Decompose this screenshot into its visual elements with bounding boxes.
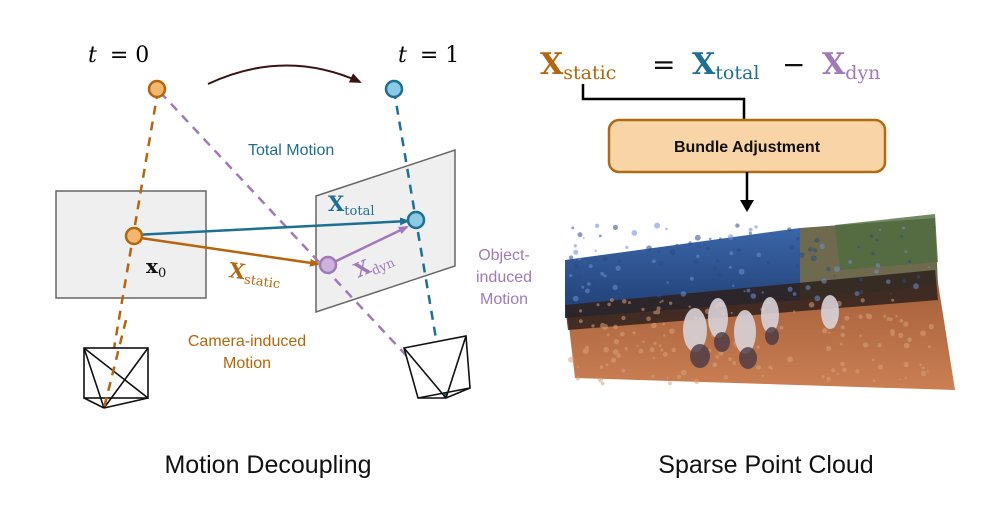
x-total-vector <box>133 217 410 237</box>
object-motion-label-2: induced <box>476 269 532 286</box>
t1-label: t = 1 <box>398 43 459 68</box>
left-panel: t = 0 t = 1 <box>55 43 532 479</box>
camera-t1 <box>402 335 471 399</box>
eq-minus: − <box>782 48 805 81</box>
eq-dyn: Xdyn <box>822 47 880 84</box>
time-arrow <box>207 64 362 85</box>
bundle-adjustment-label: Bundle Adjustment <box>674 139 821 156</box>
x-total-label: Xtotal <box>328 191 374 219</box>
eq-total: Xtotal <box>692 47 759 84</box>
camera-motion-label-2: Motion <box>223 355 271 372</box>
image-plane-t1 <box>315 148 456 314</box>
right-panel: Xstatic = Xtotal − Xdyn Bundle Adjustmen… <box>540 47 955 479</box>
t0-label: t = 0 <box>88 43 149 68</box>
point-static <box>318 255 338 275</box>
x-dyn-vector <box>329 225 409 266</box>
x0-label: x0 <box>146 254 166 281</box>
left-caption: Motion Decoupling <box>164 451 371 479</box>
camera-motion-label-1: Camera-induced <box>188 333 306 350</box>
total-motion-label: Total Motion <box>248 142 334 159</box>
object-motion-label-3: Motion <box>480 291 528 308</box>
ray-orange-t0 <box>102 89 160 408</box>
object-motion-label-1: Object- <box>478 247 530 264</box>
eq-to-ba-connector <box>581 84 746 120</box>
eq-static: Xstatic <box>540 47 616 84</box>
eq-equals: = <box>652 48 675 81</box>
camera-t0 <box>83 347 149 409</box>
right-caption: Sparse Point Cloud <box>658 451 873 479</box>
point-t0-world <box>147 79 167 99</box>
sparse-point-cloud-image <box>565 214 955 390</box>
x-static-label: Xstatic <box>227 257 283 292</box>
point-t1-world <box>384 79 404 99</box>
x-static-vector <box>133 235 320 267</box>
ray-purple-t0-to-cam1 <box>159 91 447 399</box>
point-total <box>406 210 426 230</box>
point-x0 <box>124 226 144 246</box>
